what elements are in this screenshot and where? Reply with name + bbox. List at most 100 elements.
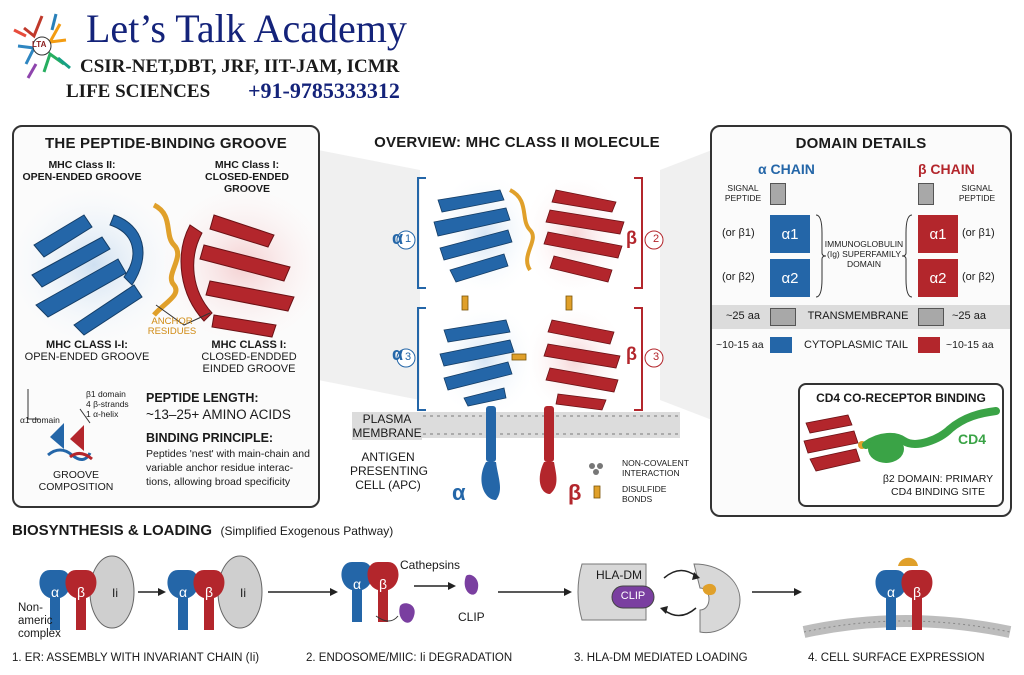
cd4-binding-note: β2 DOMAIN: PRIMARY CD4 BINDING SITE xyxy=(882,473,994,498)
or-b1-left: (or β1) xyxy=(722,227,755,239)
cyt-left-box xyxy=(770,337,792,353)
cd4-panel-title: CD4 CO-RECEPTOR BINDING xyxy=(816,391,986,405)
peptide-length-value: ~13–25+ AMINO ACIDS xyxy=(146,407,291,422)
tm-left-box xyxy=(770,308,796,326)
signal-peptide-right xyxy=(918,183,934,205)
biosynthesis-diagram xyxy=(39,555,1012,638)
tm-label: TRANSMEMBRANE xyxy=(807,310,909,322)
a1-domain-label: α1 domain xyxy=(20,415,60,425)
class1-ribbon xyxy=(180,214,295,338)
cyt-right-value: ~10-15 aa xyxy=(946,339,994,351)
overview-title: OVERVIEW: MHC CLASS II MOLECULE xyxy=(374,134,660,151)
signal-peptide-left xyxy=(770,183,786,205)
mhc-overview-diagram xyxy=(380,177,680,500)
step2-beta: β xyxy=(379,576,388,592)
class2-ribbon xyxy=(31,214,144,336)
cyt-left-value: ~10-15 aa xyxy=(716,339,764,351)
alpha1-domain xyxy=(433,189,513,283)
alpha-label-bottom: α xyxy=(452,480,466,505)
binding-principle-text: Peptides 'nest' with main-chain and vari… xyxy=(146,448,310,488)
step4-alpha: α xyxy=(887,584,896,600)
signal-peptide-left-label: SIGNAL PEPTIDE xyxy=(724,183,762,203)
peptide-strand xyxy=(152,202,181,317)
step2-caption: 2. ENDOSOME/MIIC: Ii DEGRADATION xyxy=(306,652,513,664)
tm-left-value: ~25 aa xyxy=(726,310,760,322)
step1-alpha: α xyxy=(51,584,60,600)
or-b1-right: (or β1) xyxy=(962,227,995,239)
right-class-label: MHC CLASS I: CLOSED-ENDDED EINDED GROOVE xyxy=(201,339,297,375)
step4-beta: β xyxy=(913,584,922,600)
alpha-label-mid: α xyxy=(392,344,404,364)
step1-beta-b: β xyxy=(205,584,214,600)
groove-composition-label: GROOVE COMPOSITION xyxy=(38,469,114,493)
step1-ii-b: Ii xyxy=(240,586,246,600)
beta-label-bottom: β xyxy=(568,480,582,505)
step4-caption: 4. CELL SURFACE EXPRESSION xyxy=(808,652,985,664)
cd4-label: CD4 xyxy=(958,431,987,447)
clip-pill-label: CLIP xyxy=(620,590,646,602)
domain-number-3a: 3 xyxy=(404,351,412,363)
or-b2-left: (or β2) xyxy=(722,271,755,283)
domain-number-3b: 3 xyxy=(652,351,660,363)
b1-domain-label: β1 domain 4 β-strands 1 α-helix xyxy=(86,389,129,419)
academy-subject: LIFE SCIENCES xyxy=(66,81,211,102)
step3-caption: 3. HLA-DM MEDIATED LOADING xyxy=(574,652,748,664)
alpha2-box: α2 xyxy=(770,259,810,297)
transmembrane-row xyxy=(712,305,1010,329)
hladm-label: HLA-DM xyxy=(596,568,643,582)
logo-text: LTA xyxy=(32,40,47,49)
groove-panel: THE PEPTIDE-BINDING GROOVE MHC Class II:… xyxy=(12,125,320,508)
plasma-membrane-label: PLASMA MEMBRANE xyxy=(352,412,422,440)
peptide-length-title: PEPTIDE LENGTH: xyxy=(146,391,259,405)
ig-superfamily-label: IMMUNOGLOBULIN (Ig) SUPERFAMILY DOMAIN xyxy=(824,239,904,269)
groove-panel-title: THE PEPTIDE-BINDING GROOVE xyxy=(45,135,287,152)
apc-label: ANTIGEN PRESENTING CELL (APC) xyxy=(350,450,429,492)
cathepsins-label: Cathepsins xyxy=(400,558,461,572)
beta-label-mid: β xyxy=(626,344,637,364)
cd4-diagram xyxy=(803,407,1000,472)
tm-right-value: ~25 aa xyxy=(952,310,986,322)
tm-right-box xyxy=(918,308,944,326)
logo: LTA xyxy=(4,6,80,92)
domain-number-1: 1 xyxy=(404,233,412,245)
ig-brackets xyxy=(815,214,913,298)
beta-chain-title: β CHAIN xyxy=(918,161,975,177)
beta1-domain xyxy=(543,189,625,283)
left-class-label: MHC CLASS I-I: OPEN-ENDED GROOVE xyxy=(24,339,150,363)
step2-alpha: α xyxy=(353,576,362,592)
class2-top-label: MHC Class II: OPEN-ENDED GROOVE xyxy=(22,159,142,183)
cyt-right-box xyxy=(918,337,940,353)
domain-panel-title: DOMAIN DETAILS xyxy=(795,135,927,152)
cyt-label: CYTOPLASMIC TAIL xyxy=(804,339,908,351)
step1-alpha-b: α xyxy=(179,584,188,600)
signal-peptide-right-label: SIGNAL PEPTIDE xyxy=(958,183,996,203)
disulfide-bond-icon xyxy=(461,295,573,361)
beta2-box: α2 xyxy=(918,259,958,297)
alpha1-box: α1 xyxy=(770,215,810,253)
beta1-box: α1 xyxy=(918,215,958,253)
binding-principle-title: BINDING PRINCIPLE: xyxy=(146,431,274,445)
biosynthesis-title: BIOSYNTHESIS & LOADING (Simplified Exoge… xyxy=(12,522,394,539)
alpha-label-top: α xyxy=(392,228,404,248)
academy-phone: +91-9785333312 xyxy=(248,78,400,103)
step1-beta: β xyxy=(77,584,86,600)
step1-complex xyxy=(39,570,97,630)
groove-composition-icon xyxy=(27,389,93,461)
domain-number-2: 2 xyxy=(652,233,660,245)
academy-title: Let’s Talk Academy xyxy=(86,6,407,51)
clip-label: CLIP xyxy=(458,610,485,624)
beta-label-top: β xyxy=(626,228,637,248)
or-b2-right: (or β2) xyxy=(962,271,995,283)
step1-ii: Ii xyxy=(112,586,118,600)
disulfide-legend: DISULFIDE BONDS xyxy=(622,484,667,504)
cd4-panel: CD4 CO-RECEPTOR BINDING xyxy=(798,383,1004,507)
groove-ribbons xyxy=(14,190,318,340)
beta2-domain xyxy=(543,319,621,411)
anchor-residues-label: ANCHOR RESIDUES xyxy=(147,316,197,337)
noncovalent-legend: NON-COVALENT INTERACTION xyxy=(622,458,689,478)
alpha2-domain xyxy=(439,319,515,407)
step1-caption: 1. ER: ASSEMBLY WITH INVARIANT CHAIN (Ii… xyxy=(12,652,260,664)
nonameric-label: Non- americ complex xyxy=(18,602,61,640)
logo-emblem-icon xyxy=(13,13,71,79)
